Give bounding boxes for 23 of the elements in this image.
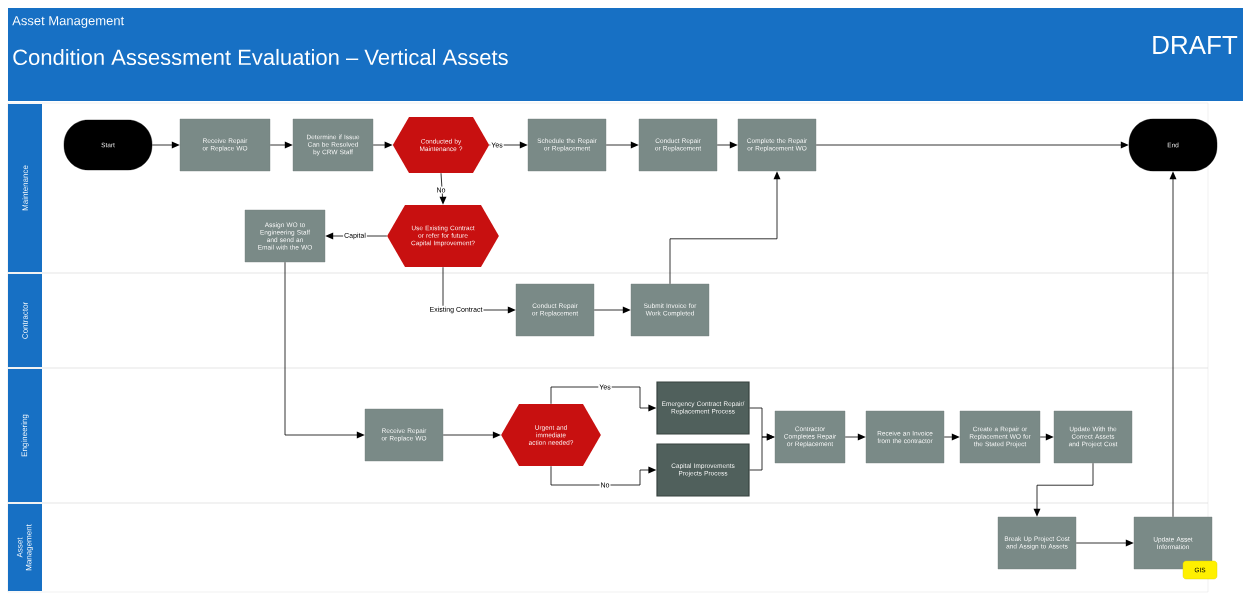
arrow: [593, 306, 631, 314]
arrow: [442, 431, 501, 439]
arrow: [372, 141, 393, 149]
arrow: [669, 171, 781, 285]
arrow: [1169, 171, 1177, 518]
arrow: [284, 261, 365, 439]
arrow: [844, 433, 866, 441]
arrow: [605, 141, 639, 149]
arrow: [1039, 433, 1054, 441]
arrow: [749, 433, 775, 471]
arrow: [1033, 462, 1094, 517]
title: Condition Assessment Evaluation – Vertical Assets: [13, 48, 508, 66]
arrow: [943, 433, 960, 441]
arrow: [269, 141, 293, 149]
arrow: [815, 141, 1129, 149]
arrow: [550, 386, 657, 412]
header-label: Asset Management: [12, 16, 125, 28]
arrow: [439, 172, 447, 205]
arrow: [151, 141, 180, 149]
arrow: [716, 141, 738, 149]
draft-label: DRAFT: [1153, 36, 1238, 54]
arrow: [550, 465, 657, 486]
arrow: [1075, 539, 1134, 547]
